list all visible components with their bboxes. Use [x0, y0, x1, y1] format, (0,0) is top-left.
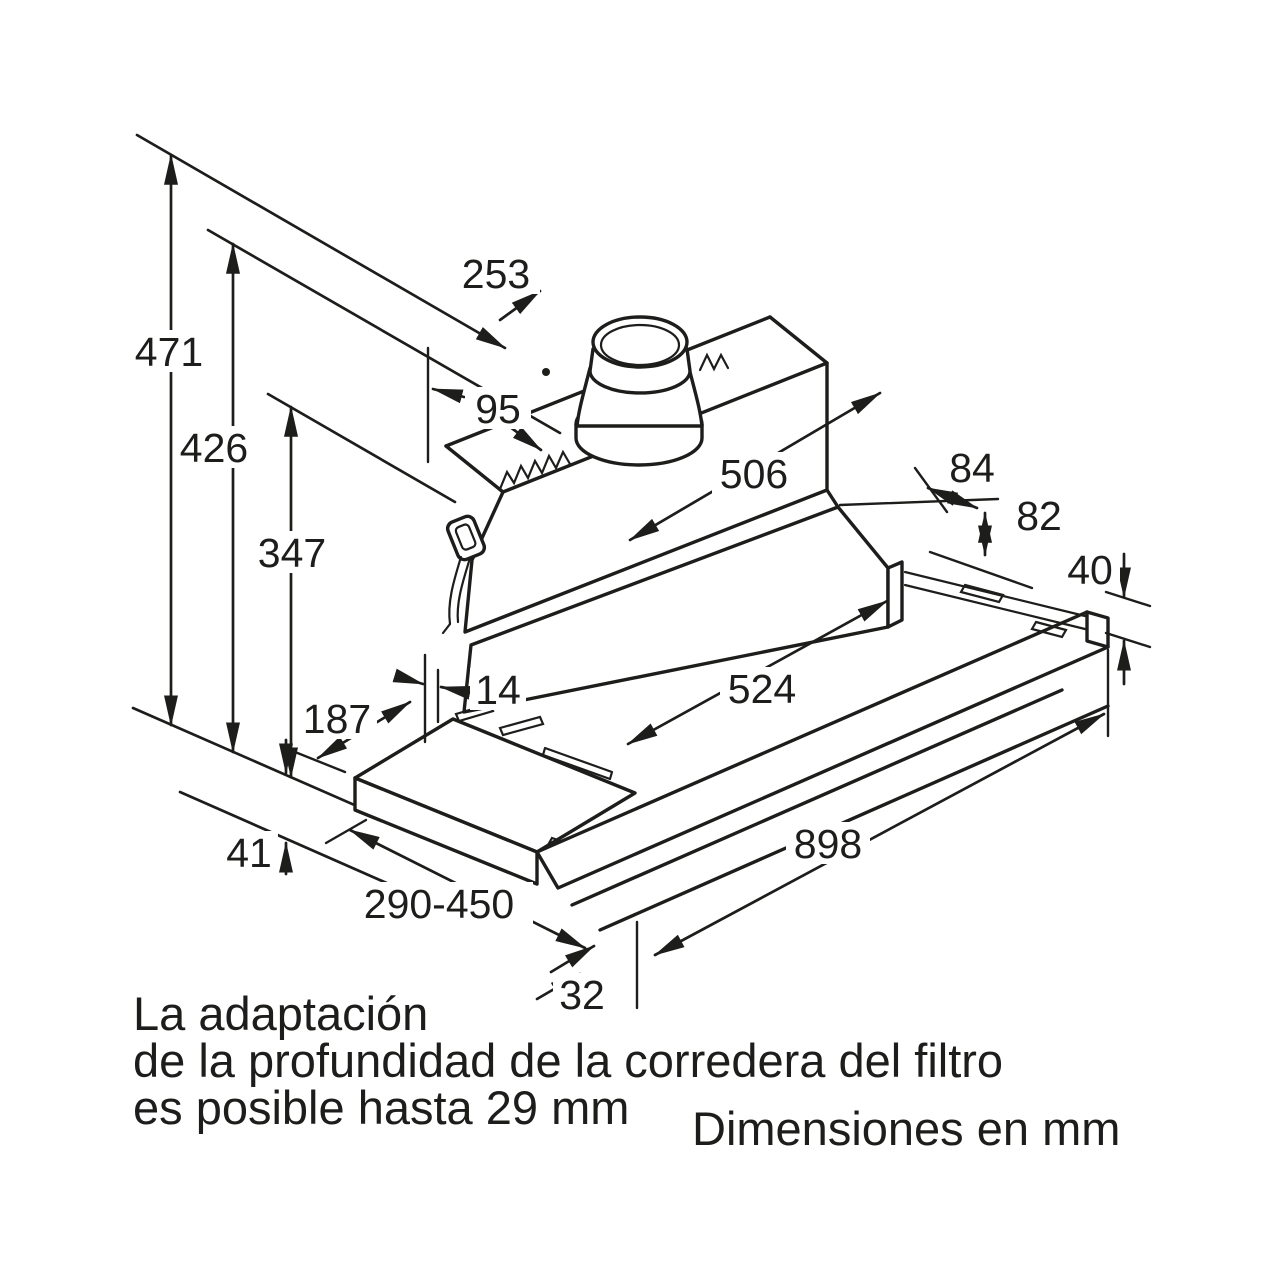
- dim-step-depth: 84: [949, 445, 995, 491]
- dim-chassis-width: 524: [728, 666, 796, 712]
- dim-height-mid: 347: [258, 530, 326, 576]
- filter-tab: [498, 715, 545, 737]
- spring-clips: [498, 449, 572, 491]
- dim-visor-depth: 187: [303, 696, 371, 742]
- caption-line-2: de la profundidad de la corredera del fi…: [133, 1034, 1003, 1087]
- label-masks: [133, 252, 1120, 1015]
- left-clips-and-cord: [441, 449, 572, 635]
- dim-top-depth: 253: [462, 251, 530, 297]
- spring-clip-right: [698, 352, 730, 372]
- dim-visor-height: 41: [226, 830, 272, 876]
- dim-body-width: 506: [720, 451, 788, 497]
- dim-rail-depth: 32: [559, 972, 605, 1018]
- filter-strip: [541, 746, 614, 781]
- dim-total-width: 898: [794, 821, 862, 867]
- dimension-labels: 471 426 347 253 95 506 84 82 40 524 14 1…: [135, 251, 1113, 1018]
- vertical-dimension-lines: [163, 153, 299, 779]
- dim-duct-offset: 95: [475, 386, 521, 432]
- cord-plug: [445, 514, 487, 562]
- dim-front-setback: 14: [475, 667, 521, 713]
- power-cord: [448, 555, 463, 626]
- telescopic-slides: [903, 570, 1087, 639]
- units-note: Dimensiones en mm: [692, 1102, 1120, 1155]
- captions: La adaptación de la profundidad de la co…: [133, 987, 1120, 1155]
- dim-pullout-range: 290-450: [364, 881, 514, 927]
- dim-step-height: 82: [1016, 493, 1062, 539]
- reference-dot: [542, 368, 550, 376]
- caption-line-3: es posible hasta 29 mm: [133, 1081, 629, 1134]
- dim-height-to-top: 426: [180, 425, 248, 471]
- dim-rail-height: 40: [1067, 547, 1113, 593]
- dim-total-height: 471: [135, 329, 203, 375]
- caption-line-1: La adaptación: [133, 987, 428, 1040]
- chassis-end-cap: [886, 560, 904, 629]
